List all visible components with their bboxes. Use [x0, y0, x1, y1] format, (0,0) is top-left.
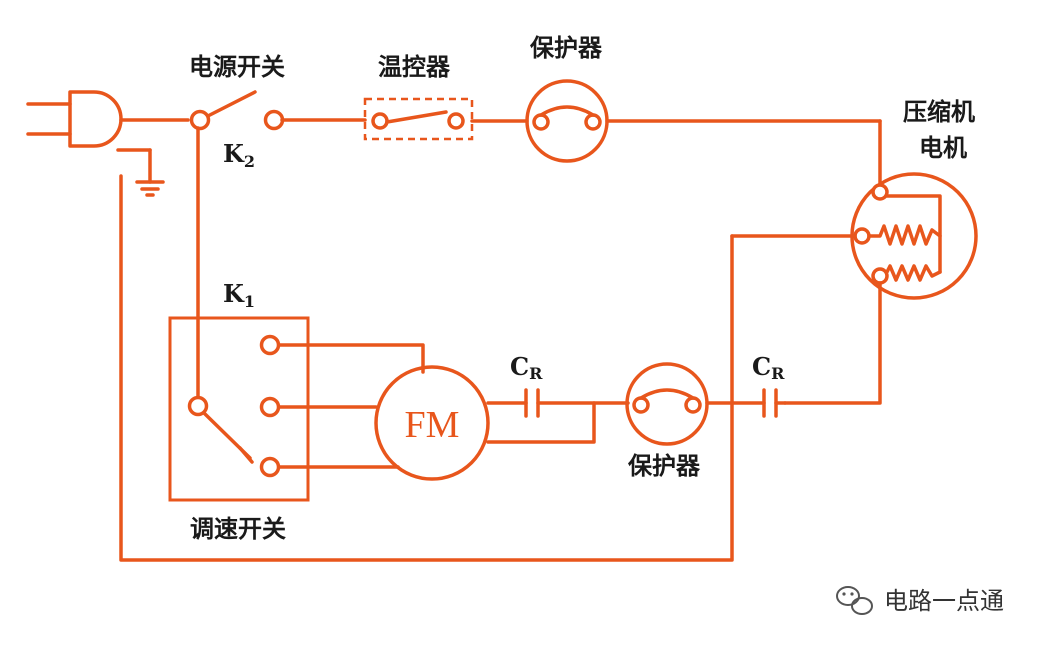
k1-label: K1 — [223, 279, 255, 311]
thermostat-label: 温控器 — [378, 53, 451, 81]
capacitor-1-label: CR — [510, 352, 543, 383]
speed-switch-k1 — [168, 316, 425, 502]
compressor-motor — [730, 172, 978, 405]
watermark-text: 电路一点通 — [884, 587, 1004, 615]
protector-bottom — [625, 362, 766, 446]
power-switch-label: 电源开关 — [189, 53, 285, 81]
power-plug — [26, 90, 123, 148]
protector-top-label: 保护器 — [529, 34, 603, 62]
capacitor-2-label: CR — [752, 352, 785, 383]
speed-switch-label: 调速开关 — [190, 515, 286, 543]
fan-motor-label: FM — [405, 404, 460, 446]
protector-top — [525, 79, 882, 190]
run-capacitor-1 — [486, 388, 630, 444]
run-capacitor-2 — [762, 388, 787, 418]
compressor-label-line1: 压缩机 — [903, 98, 975, 126]
wechat-icon — [836, 586, 873, 615]
compressor-label-line2: 电机 — [919, 134, 967, 162]
protector-bottom-label: 保护器 — [627, 452, 701, 480]
thermostat — [363, 97, 529, 141]
power-switch-k2 — [119, 90, 367, 131]
k2-label: K2 — [223, 139, 255, 171]
return-wire — [119, 174, 734, 562]
fan-motor: FM — [374, 365, 490, 481]
ground-symbol — [116, 148, 165, 197]
